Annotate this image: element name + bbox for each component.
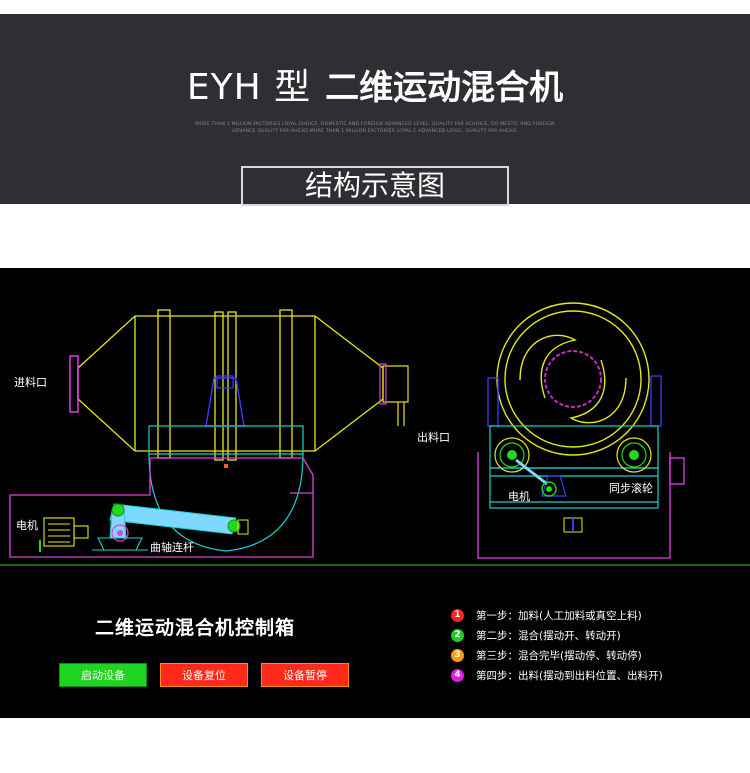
step-4: 4 第四步：出料(摆动到出料位置、出料开) — [451, 668, 663, 682]
label-motor-right: 电机 — [508, 490, 530, 503]
label-inlet: 进料口 — [14, 376, 47, 389]
diagram-panel: 进料口 出料口 电机 曲轴连杆 电机 同步滚轮 二维运动混合机控制箱 启动设备 … — [0, 268, 750, 718]
step-number-badge: 3 — [451, 649, 464, 662]
step-text: 第四步：出料(摆动到出料位置、出料开) — [476, 670, 663, 682]
structure-diagram — [0, 302, 750, 566]
side-guards — [487, 375, 662, 427]
outlet-flange-ring — [379, 363, 387, 405]
cradle-frame — [148, 425, 304, 552]
left-motor — [43, 517, 89, 547]
model-label: EYH 型 — [186, 67, 312, 108]
inlet-flange — [69, 355, 79, 413]
label-sync-roller: 同步滚轮 — [609, 482, 653, 495]
reset-button[interactable]: 设备复位 — [160, 663, 248, 687]
center-dot — [224, 464, 228, 468]
label-outlet: 出料口 — [417, 431, 450, 444]
header-banner: EYH 型二维运动混合机 MORE THAN 1 MILLION FACTORI… — [0, 14, 750, 206]
label-motor-left: 电机 — [16, 519, 38, 532]
step-text: 第二步：混合(摆动开、转动开) — [476, 630, 621, 642]
tagline: MORE THAN 1 MILLION FACTORIES LOYAL CHOI… — [195, 122, 555, 134]
sync-rollers — [494, 437, 652, 497]
step-2: 2 第二步：混合(摆动开、转动开) — [451, 628, 621, 642]
start-button[interactable]: 启动设备 — [59, 663, 147, 687]
step-text: 第三步：混合完毕(摆动停、转动停) — [476, 650, 642, 662]
base-frame — [9, 457, 314, 558]
left-machine — [9, 309, 409, 558]
step-3: 3 第三步：混合完毕(摆动停、转动停) — [451, 648, 642, 662]
step-number-badge: 4 — [451, 669, 464, 682]
drum-support — [205, 377, 245, 427]
step-1: 1 第一步：加料(人工加料或真空上料) — [451, 608, 642, 622]
control-box-title: 二维运动混合机控制箱 — [95, 617, 296, 639]
section-title: 结构示意图 — [241, 166, 509, 206]
inner-ring — [544, 350, 602, 408]
mixing-drum — [77, 309, 384, 461]
page-title: EYH 型二维运动混合机 — [0, 58, 750, 110]
step-number-badge: 2 — [451, 629, 464, 642]
step-number-badge: 1 — [451, 609, 464, 622]
right-machine — [477, 302, 685, 559]
product-name: 二维运动混合机 — [325, 68, 564, 108]
outlet-flange — [382, 365, 409, 426]
right-base — [477, 452, 685, 559]
pause-button[interactable]: 设备暂停 — [261, 663, 349, 687]
roller-frame — [489, 425, 659, 509]
label-crank: 曲轴连杆 — [150, 541, 194, 554]
crank-base — [92, 537, 148, 551]
crank-linkage — [109, 503, 249, 542]
drum-end-view — [496, 302, 650, 456]
step-text: 第一步：加料(人工加料或真空上料) — [476, 610, 642, 622]
